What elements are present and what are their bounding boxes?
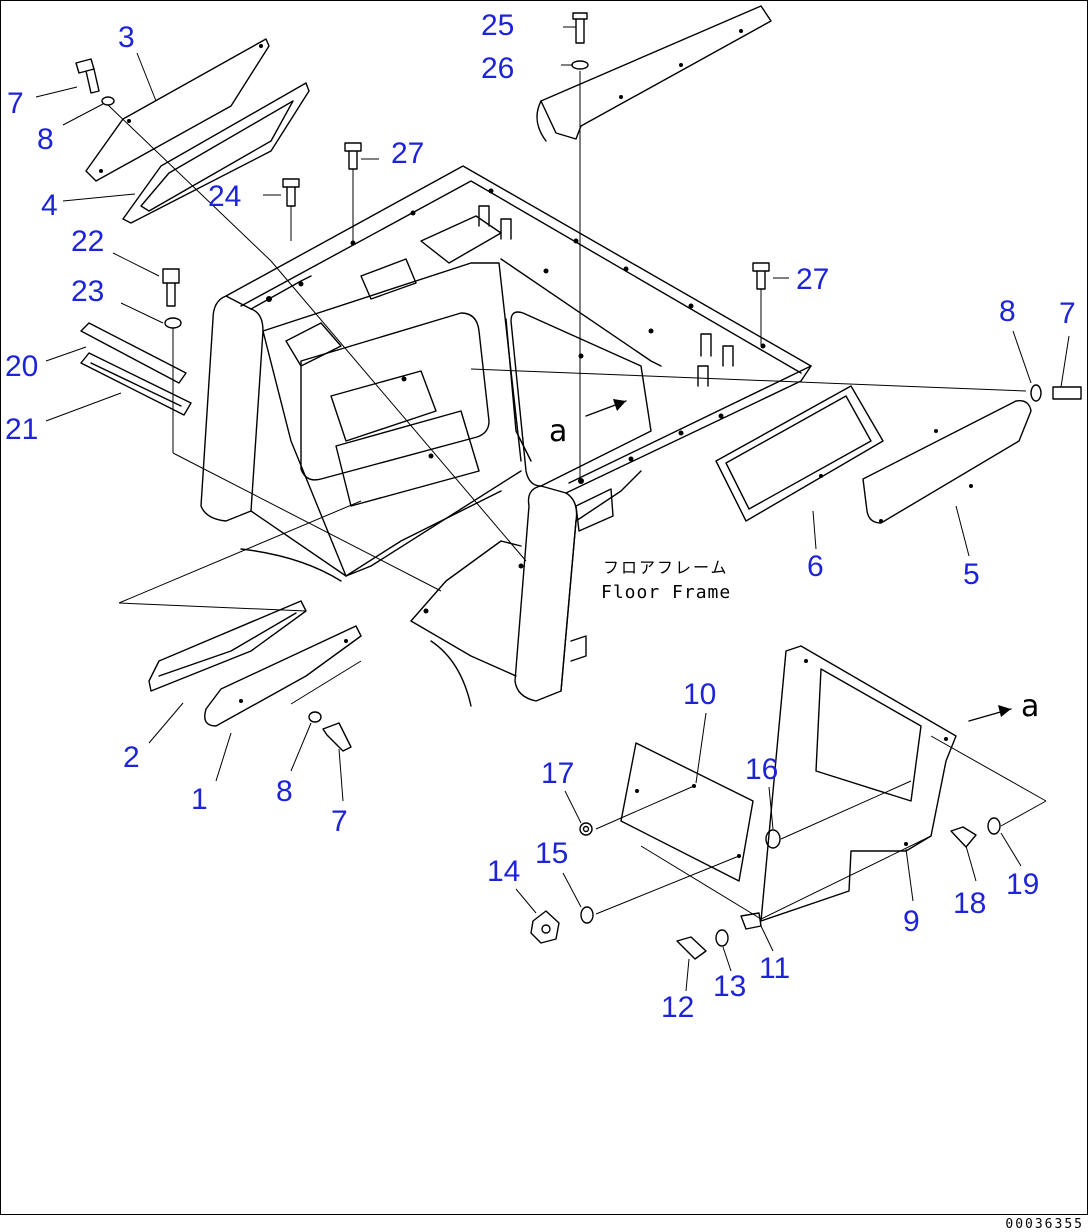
callout-5: 5 (963, 558, 980, 591)
callout-22: 22 (71, 225, 104, 258)
nut-17 (579, 822, 593, 836)
callout-7-lower: 7 (331, 805, 348, 838)
bolt-7-top (75, 58, 100, 94)
gasket-4 (122, 82, 310, 224)
callout-14: 14 (487, 855, 520, 888)
washer-19 (987, 817, 1001, 835)
washer-26 (571, 60, 589, 70)
callout-17: 17 (541, 757, 574, 790)
strap-21 (80, 352, 192, 416)
view-marker-a-right: a (1021, 689, 1039, 724)
bolt-12 (676, 936, 707, 960)
plate-1 (204, 625, 362, 727)
washer-8-right (1030, 384, 1042, 402)
callout-3: 3 (118, 21, 135, 54)
callout-27-top: 27 (391, 137, 424, 170)
bolt-24 (282, 178, 300, 241)
view-a-arrow-left (585, 399, 627, 417)
bolt-25 (572, 12, 588, 44)
callout-26: 26 (481, 52, 514, 85)
callout-2: 2 (123, 741, 140, 774)
callout-27-right: 27 (796, 263, 829, 296)
bolt-7-right (1052, 386, 1082, 400)
callout-13: 13 (713, 970, 746, 1003)
callout-4: 4 (41, 189, 58, 222)
callout-23: 23 (71, 275, 104, 308)
callout-6: 6 (807, 550, 824, 583)
knob-14 (530, 910, 560, 944)
callout-24: 24 (208, 180, 241, 213)
bolt-18 (950, 826, 977, 848)
drawing-code: 00036355 (1005, 1217, 1084, 1232)
callout-8-right: 8 (999, 295, 1016, 328)
bolt-27-top (344, 142, 362, 243)
callout-16: 16 (745, 753, 778, 786)
callout-7-top: 7 (7, 87, 24, 120)
callout-1: 1 (191, 783, 208, 816)
strap-20 (80, 322, 187, 384)
washer-16 (765, 829, 781, 849)
washer-15 (580, 906, 594, 924)
callout-11: 11 (759, 952, 790, 985)
washer-8-top (101, 96, 115, 106)
callout-19: 19 (1006, 868, 1039, 901)
bolt-7-lower (322, 722, 352, 752)
cover-plate-5 (862, 400, 1032, 524)
floor-frame-label-en: Floor Frame (601, 582, 731, 603)
callout-7-right: 7 (1059, 297, 1076, 330)
callout-9: 9 (903, 905, 920, 938)
callout-12: 12 (661, 991, 694, 1024)
leader-lines (35, 26, 1070, 992)
cover-10 (620, 742, 754, 882)
view-a-arrow-right (968, 705, 1012, 722)
callout-18: 18 (953, 887, 986, 920)
callout-25: 25 (481, 9, 514, 42)
callout-8-lower: 8 (276, 775, 293, 808)
gasket-6 (715, 385, 884, 522)
panel-9 (760, 645, 957, 922)
callout-numbers: 25 26 3 7 8 4 27 24 22 23 27 8 7 20 21 6… (5, 9, 1076, 1024)
hinge-11 (740, 912, 762, 930)
plate-2 (148, 600, 307, 692)
top-strip (536, 5, 772, 142)
callout-15: 15 (535, 837, 568, 870)
bolt-27-right (752, 262, 770, 346)
view-marker-a-left: a (549, 414, 567, 449)
bolt-22 (162, 268, 180, 307)
callout-8-top: 8 (37, 123, 54, 156)
washer-23 (164, 317, 182, 329)
callout-21: 21 (5, 413, 38, 446)
floor-frame-label-jp: フロアフレーム (603, 558, 729, 577)
callout-10: 10 (683, 678, 716, 711)
washer-13 (715, 929, 729, 947)
washer-8-lower (308, 711, 322, 723)
floor-frame (200, 165, 812, 707)
callout-20: 20 (5, 350, 38, 383)
